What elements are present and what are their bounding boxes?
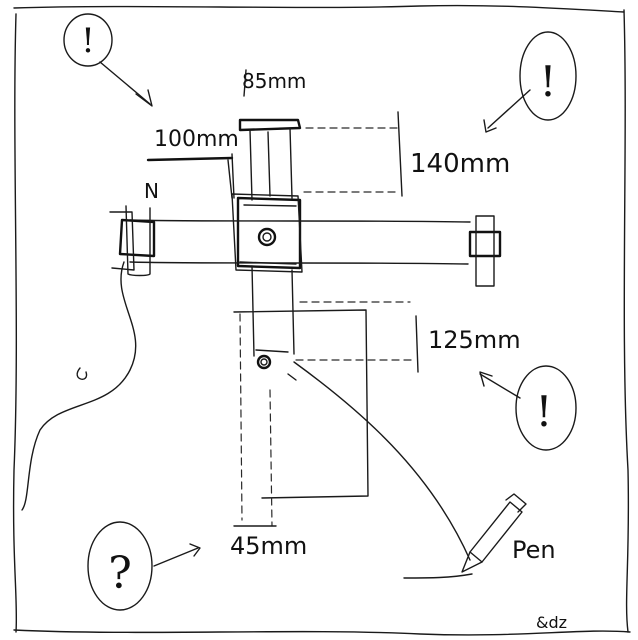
warning-mark-top-left: ! [81,21,95,61]
warning-balloon-top-right: ! [483,31,577,133]
question-mark-bottom-left: ? [108,548,132,599]
dimension-bottom-width: 45mm [230,532,307,560]
power-cord [21,261,137,511]
upper-dashed-envelope [303,111,403,197]
left-end-clamp [109,205,156,277]
dimension-left-width: 100mm [154,127,239,152]
warning-balloon-mid-right: ! [479,365,577,451]
pen-holder [256,354,272,370]
dimension-top-width: 85mm [242,69,306,93]
question-balloon-bottom-left: ? [87,521,201,611]
lower-dashed-envelope [233,301,419,527]
signature: &dz [536,613,567,632]
dimension-upper-height: 140mm [410,149,510,179]
horizontal-arm [129,219,471,265]
pen-icon [403,493,527,579]
warning-mark-top-right: ! [540,57,557,106]
small-label-n: N [144,179,159,203]
right-end-clamp [468,215,502,287]
dimension-lower-height: 125mm [428,326,521,354]
pen-label: Pen [512,536,556,564]
vertical-arm-bottom [251,265,295,370]
vertical-arm-top [227,118,302,201]
sketch-frame [12,4,631,636]
warning-balloon-top-left: ! [63,13,153,107]
central-hub [231,193,303,273]
warning-mark-mid-right: ! [536,387,553,436]
pen-leader [287,361,471,561]
hub-bolt [257,227,277,247]
